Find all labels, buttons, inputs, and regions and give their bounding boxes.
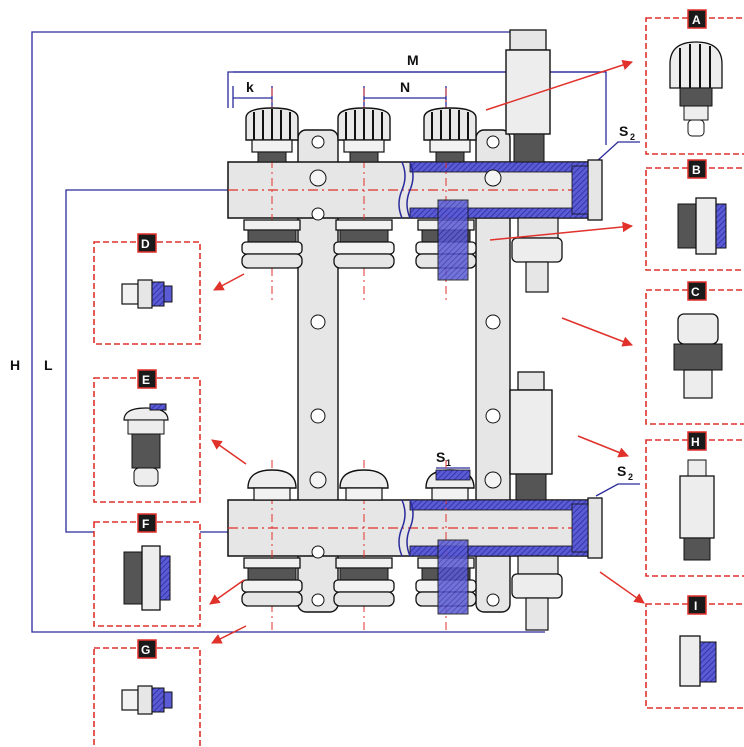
valve-knob-3 — [423, 107, 477, 163]
callout-b: B — [645, 159, 744, 271]
return-coupling-2 — [333, 557, 395, 607]
outlet-coupling-1 — [241, 219, 303, 269]
part-a-valve-head — [669, 41, 723, 137]
return-manifold-bar — [227, 497, 603, 559]
callout-c: C — [645, 281, 744, 425]
pointer-arrows — [209, 59, 645, 644]
dim-label-h: H — [10, 357, 20, 373]
callout-g: G — [93, 639, 201, 747]
dimension-line-h — [31, 31, 545, 633]
callout-b-label: B — [692, 163, 701, 177]
callout-i: I — [645, 595, 744, 709]
dim-label-s1: S 1 — [436, 449, 451, 468]
callout-a-label: A — [692, 13, 701, 27]
dim-label-n: N — [400, 79, 410, 95]
dim-label-k: k — [246, 79, 254, 95]
part-b-fitting — [677, 197, 727, 255]
svg-text:2: 2 — [630, 132, 635, 142]
callout-e: E — [93, 369, 201, 503]
part-c-pipe-adapter — [673, 313, 723, 399]
s2-leader-bottom — [595, 483, 640, 497]
callout-e-label: E — [142, 373, 150, 387]
air-vent-bottom — [509, 371, 553, 501]
outlet-coupling-2 — [333, 219, 395, 269]
part-e-flow-meter — [123, 403, 169, 487]
fill-drain-valve-top — [511, 217, 563, 293]
callout-f-label: F — [142, 517, 149, 531]
callout-f: F — [93, 513, 201, 627]
mounting-bracket-right — [475, 129, 511, 613]
supply-manifold-bar — [227, 159, 603, 221]
callout-h: H — [645, 431, 744, 577]
dim-label-l: L — [44, 357, 53, 373]
callout-h-label: H — [691, 435, 700, 449]
svg-text:S: S — [617, 463, 626, 479]
callout-g-label: G — [141, 643, 150, 657]
svg-text:S: S — [436, 449, 445, 465]
dim-label-m: M — [407, 52, 419, 68]
valve-knob-2 — [337, 107, 391, 163]
flow-meter-cap-2 — [339, 469, 389, 501]
dimension-lines — [31, 31, 640, 633]
s2-leader-top — [595, 141, 640, 163]
part-f-fitting — [123, 545, 171, 611]
callout-i-label: I — [694, 599, 697, 613]
dim-label-s2-top: S 2 — [619, 123, 635, 142]
fill-drain-valve-bottom — [511, 555, 563, 631]
callout-a: A — [645, 9, 744, 155]
valve-knob-1 — [245, 107, 299, 163]
part-d-coupling — [121, 279, 173, 309]
svg-text:1: 1 — [446, 458, 451, 468]
part-h-air-vent — [679, 459, 715, 561]
part-g-coupling — [121, 685, 173, 715]
manifold-assembly — [227, 29, 603, 631]
flow-meter-cap-1 — [247, 469, 297, 501]
callout-d-label: D — [141, 237, 150, 251]
callout-d: D — [93, 233, 201, 345]
dim-label-s2-bottom: S 2 — [617, 463, 633, 482]
part-i-end-cap — [679, 635, 717, 687]
svg-text:2: 2 — [628, 472, 633, 482]
return-coupling-1 — [241, 557, 303, 607]
svg-text:S: S — [619, 123, 628, 139]
callout-c-label: C — [691, 285, 700, 299]
mounting-bracket-left — [297, 129, 339, 613]
